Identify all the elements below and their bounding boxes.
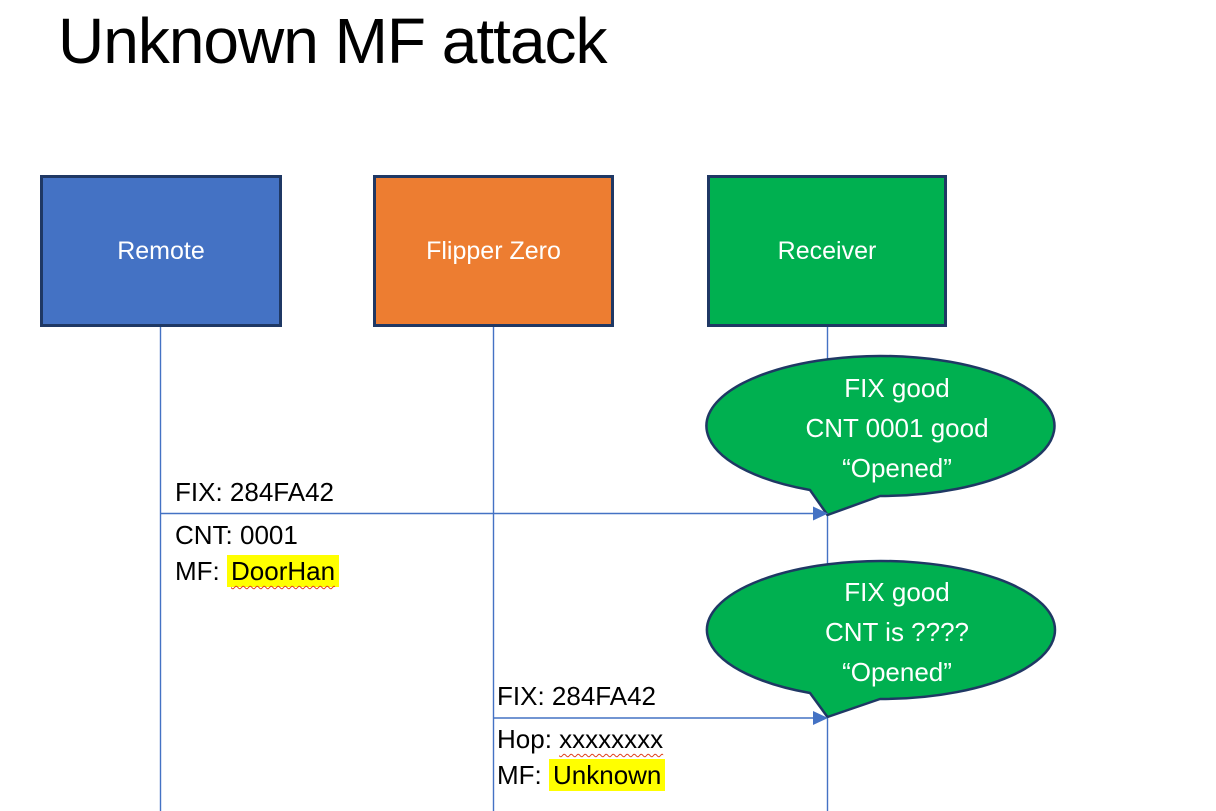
slide-title: Unknown MF attack [58,5,608,77]
speech-bubble-2-text: FIX good CNT is ???? “Opened” [723,572,1071,692]
message-1-label-cnt: CNT: 0001 [175,520,298,550]
bubble-2-line-1: FIX good [844,577,950,607]
actor-label-flipper-zero: Flipper Zero [426,236,561,265]
message-2-arrowhead [813,711,828,725]
message-2-mf-prefix: MF: [497,760,549,790]
message-1-mf-value-highlighted: DoorHan [227,555,340,587]
bubble-2-line-2: CNT is ???? [824,617,970,647]
message-2-label-hop: Hop: xxxxxxxx [497,724,664,755]
bubble-1-line-2: CNT 0001 good [805,413,989,443]
actor-box-receiver: Receiver [707,175,947,327]
bubble-1-line-3: “Opened” [842,453,952,483]
message-2-hop-prefix: Hop: [497,724,560,754]
actor-label-remote: Remote [117,236,205,265]
bubble-1-line-1: FIX good [844,373,950,403]
message-2-mf-value-highlighted: Unknown [549,759,666,791]
message-2-label-mf: MF: Unknown [497,759,666,791]
speech-bubble-1-text: FIX good CNT 0001 good “Opened” [723,368,1071,488]
message-2-hop-value-misspelled: xxxxxxxx [559,724,664,754]
actor-box-flipper-zero: Flipper Zero [373,175,614,327]
message-1-label-fix: FIX: 284FA42 [175,477,334,507]
message-2-label-fix: FIX: 284FA42 [497,681,656,711]
speech-bubble-2-shape [705,559,1057,719]
actor-box-remote: Remote [40,175,282,327]
speech-bubble-1-shape [705,354,1056,517]
bubble-2-line-3: “Opened” [842,657,952,687]
actor-label-receiver: Receiver [777,236,877,265]
message-1-label-mf: MF: DoorHan [175,555,340,587]
message-1-mf-prefix: MF: [175,556,227,586]
message-1-arrowhead [813,506,828,521]
